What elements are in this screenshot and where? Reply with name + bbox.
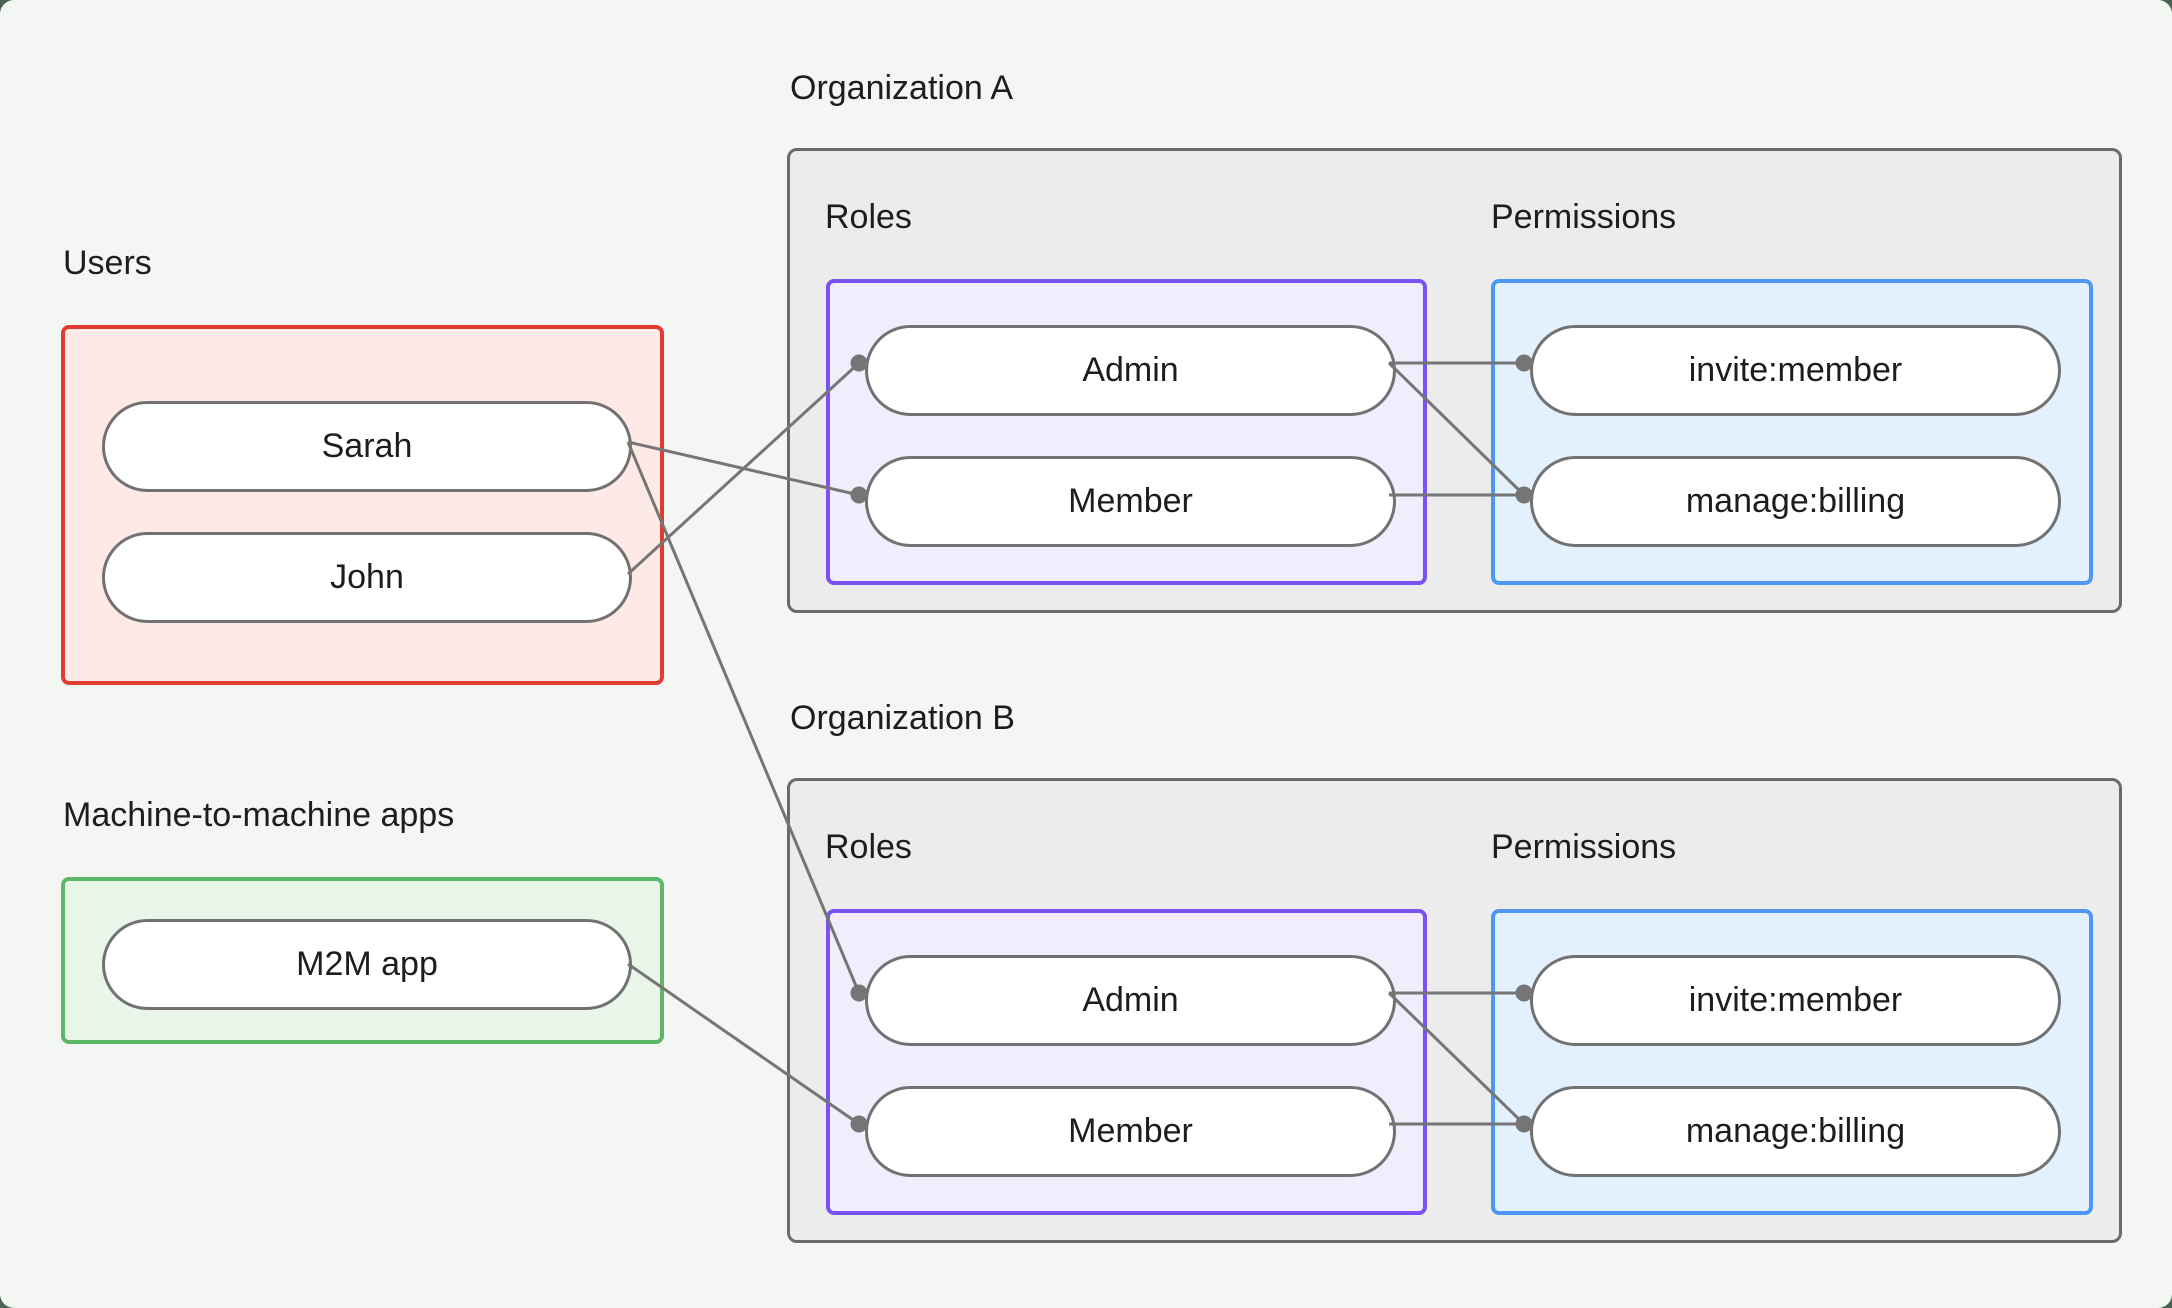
org-a-permissions-label: Permissions: [1491, 198, 1677, 236]
node-org-a-invite-member: invite:member: [1530, 325, 2061, 416]
node-m2m-app: M2M app: [102, 919, 632, 1010]
users-group-label: Users: [63, 244, 152, 282]
org-b-permissions-panel: invite:member manage:billing: [1491, 909, 2093, 1215]
node-m2m-app-label: M2M app: [296, 945, 438, 983]
m2m-group-box: M2M app: [61, 877, 664, 1044]
node-sarah-label: Sarah: [321, 427, 413, 465]
node-org-a-invite-member-label: invite:member: [1688, 351, 1903, 389]
node-sarah: Sarah: [102, 401, 632, 492]
org-a-title: Organization A: [790, 69, 1014, 107]
users-group-box: Sarah John: [61, 325, 664, 685]
m2m-group-label: Machine-to-machine apps: [63, 796, 455, 834]
node-org-a-admin: Admin: [865, 325, 1396, 416]
org-a-permissions-panel: invite:member manage:billing: [1491, 279, 2093, 585]
org-a-roles-panel: Admin Member: [826, 279, 1427, 585]
node-org-b-member-label: Member: [1068, 1112, 1193, 1150]
node-org-b-manage-billing: manage:billing: [1530, 1086, 2061, 1177]
node-org-b-admin-label: Admin: [1082, 981, 1179, 1019]
node-org-b-invite-member-label: invite:member: [1688, 981, 1903, 1019]
org-b-permissions-label: Permissions: [1491, 828, 1677, 866]
node-org-b-invite-member: invite:member: [1530, 955, 2061, 1046]
org-a-roles-label: Roles: [825, 198, 912, 236]
org-b-roles-label: Roles: [825, 828, 912, 866]
org-b-box: Roles Admin Member Permissions invite:me…: [787, 778, 2122, 1243]
node-org-b-manage-billing-label: manage:billing: [1685, 1112, 1906, 1150]
node-john-label: John: [330, 558, 404, 596]
node-org-a-manage-billing: manage:billing: [1530, 456, 2061, 547]
org-a-box: Roles Admin Member Permissions invite:me…: [787, 148, 2122, 613]
org-b-title: Organization B: [790, 699, 1015, 737]
node-org-a-member-label: Member: [1068, 482, 1193, 520]
node-john: John: [102, 532, 632, 623]
node-org-b-admin: Admin: [865, 955, 1396, 1046]
node-org-a-member: Member: [865, 456, 1396, 547]
org-b-roles-panel: Admin Member: [826, 909, 1427, 1215]
node-org-b-member: Member: [865, 1086, 1396, 1177]
node-org-a-manage-billing-label: manage:billing: [1685, 482, 1906, 520]
node-org-a-admin-label: Admin: [1082, 351, 1179, 389]
